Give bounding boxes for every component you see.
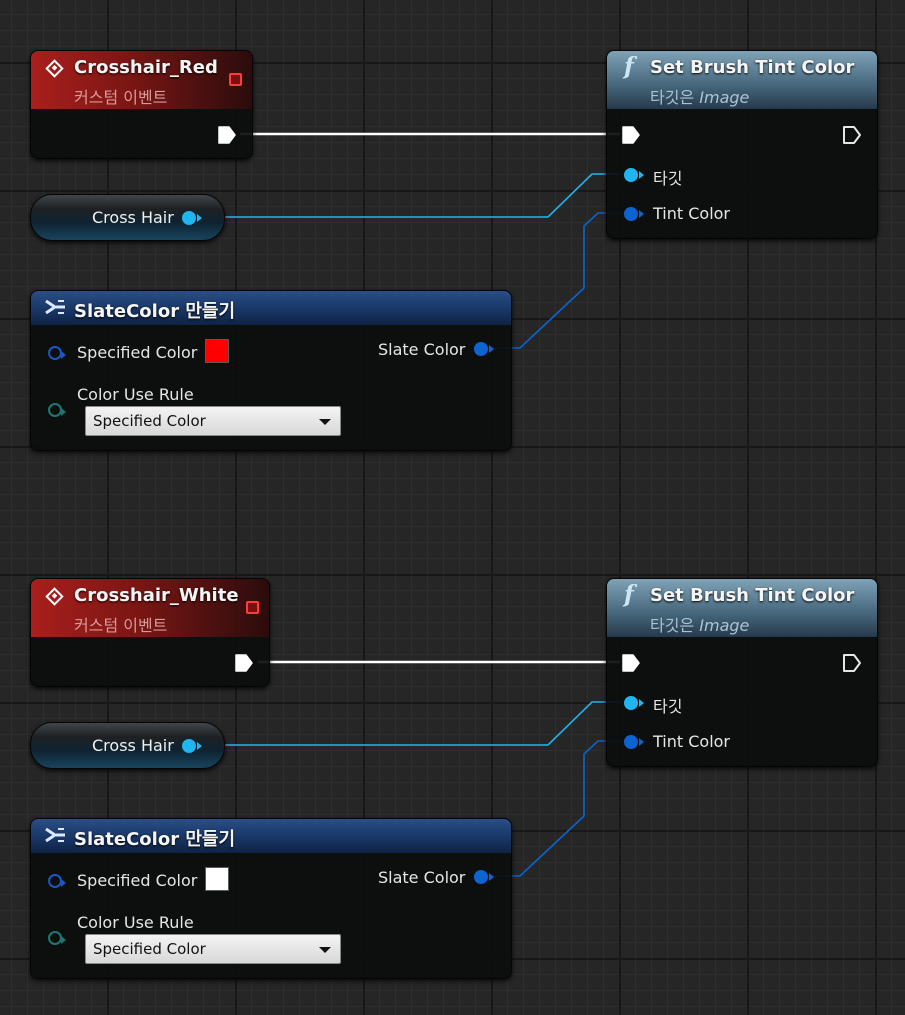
make-slatecolor-node[interactable]: SlateColor 만들기 Specified Color Slate Col… [30,818,512,979]
subtitle-prefix: 타깃은 [650,88,695,107]
make-struct-icon [45,827,65,843]
slate-color-output-pin-icon[interactable] [474,342,494,356]
exec-out-pin-icon[interactable] [217,125,237,145]
custom-event-node[interactable]: Crosshair_White 커스텀 이벤트 [30,578,270,687]
event-subtitle: 커스텀 이벤트 [74,88,168,107]
function-subtitle: 타깃은 Image [650,84,749,108]
object-output-pin-icon[interactable] [182,739,202,753]
cross-hair-variable-node[interactable]: Cross Hair [30,194,225,241]
tint-color-pin-label: Tint Color [653,204,730,223]
exec-out-pin-icon[interactable] [234,653,254,673]
set-brush-tint-color-node[interactable]: f Set Brush Tint Color 타깃은 Image 타깃 Tint… [606,50,878,239]
slate-color-output-pin-icon[interactable] [474,870,494,884]
slate-color-output-label: Slate Color [378,868,466,887]
color-use-rule-label: Color Use Rule [77,913,194,932]
tint-color-input-pin-icon[interactable] [624,207,644,221]
make-struct-icon [45,299,65,315]
tint-color-input-pin-icon[interactable] [624,735,644,749]
target-input-pin-icon[interactable] [624,168,644,182]
target-pin-label: 타깃 [653,169,683,188]
variable-label: Cross Hair [92,736,174,755]
subtitle-class: Image [699,616,750,635]
specified-color-input-pin-icon[interactable] [48,346,66,360]
exec-out-pin-icon[interactable] [842,653,862,673]
event-subtitle: 커스텀 이벤트 [74,616,168,635]
exec-in-pin-icon[interactable] [621,125,641,145]
make-struct-title: SlateColor 만들기 [74,829,236,850]
target-pin-label: 타깃 [653,697,683,716]
make-struct-title: SlateColor 만들기 [74,301,236,322]
dropdown-arrow-icon [319,419,331,425]
object-wire [205,701,622,746]
custom-event-node[interactable]: Crosshair_Red 커스텀 이벤트 [30,50,253,159]
color-use-rule-dropdown[interactable]: Specified Color [85,406,341,436]
exec-out-pin-icon[interactable] [842,125,862,145]
object-wire [205,173,622,218]
specified-color-label: Specified Color [77,343,198,362]
specified-color-input-pin-icon[interactable] [48,874,66,888]
slate-color-output-label: Slate Color [378,340,466,359]
variable-label: Cross Hair [92,208,174,227]
subtitle-prefix: 타깃은 [650,616,695,635]
node-header [607,51,877,109]
function-icon: f [624,53,634,80]
function-icon: f [624,581,634,608]
node-header [31,819,511,853]
node-header [31,579,269,637]
delegate-pin-icon[interactable] [229,73,242,86]
function-title: Set Brush Tint Color [650,585,855,606]
dropdown-arrow-icon [319,947,331,953]
color-use-rule-input-pin-icon[interactable] [48,403,66,417]
color-use-rule-label: Color Use Rule [77,385,194,404]
cross-hair-variable-node[interactable]: Cross Hair [30,722,225,769]
target-input-pin-icon[interactable] [624,696,644,710]
dropdown-selected-value: Specified Color [93,412,206,430]
exec-in-pin-icon[interactable] [621,653,641,673]
specified-color-label: Specified Color [77,871,198,890]
set-brush-tint-color-node[interactable]: f Set Brush Tint Color 타깃은 Image 타깃 Tint… [606,578,878,767]
event-title: Crosshair_Red [74,57,218,78]
dropdown-selected-value: Specified Color [93,940,206,958]
tint-color-pin-label: Tint Color [653,732,730,751]
make-slatecolor-node[interactable]: SlateColor 만들기 Specified Color Slate Col… [30,290,512,451]
color-use-rule-dropdown[interactable]: Specified Color [85,934,341,964]
node-header [31,291,511,325]
color-use-rule-input-pin-icon[interactable] [48,931,66,945]
struct-wire [493,740,622,877]
subtitle-class: Image [699,88,750,107]
delegate-pin-icon[interactable] [246,601,259,614]
object-output-pin-icon[interactable] [182,211,202,225]
function-subtitle: 타깃은 Image [650,612,749,636]
specified-color-swatch[interactable] [205,339,229,363]
struct-wire [493,212,622,349]
event-title: Crosshair_White [74,585,239,606]
node-header [31,51,252,109]
specified-color-swatch[interactable] [205,867,229,891]
node-header [607,579,877,637]
function-title: Set Brush Tint Color [650,57,855,78]
